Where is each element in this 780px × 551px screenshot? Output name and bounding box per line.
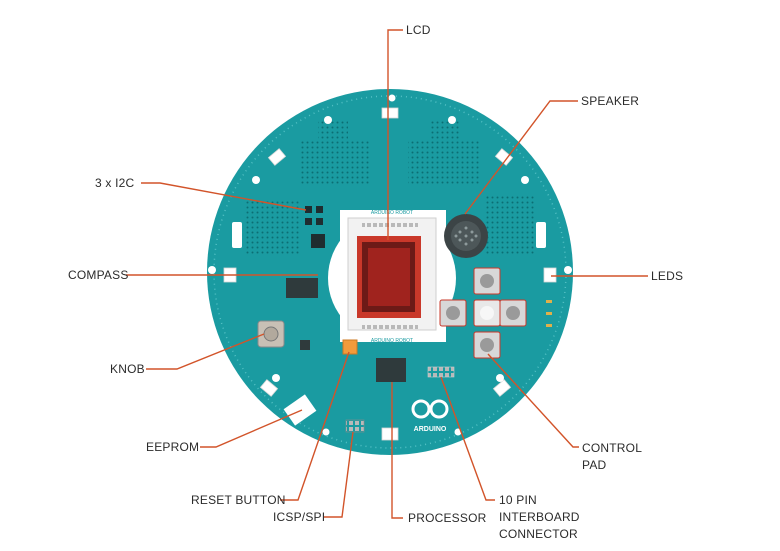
reset-button <box>342 339 358 355</box>
proto-area-right <box>485 195 535 255</box>
label-interboard-line2: INTERBOARD <box>499 510 580 524</box>
mounting-holes <box>208 94 572 436</box>
label-speaker: SPEAKER <box>581 94 640 108</box>
label-i2c: 3 x I2C <box>95 176 135 190</box>
label-icsp-spi: ICSP/SPI <box>273 510 326 524</box>
processor-chip <box>376 358 406 382</box>
label-interboard-line3: CONNECTOR <box>499 527 578 541</box>
label-leds: LEDS <box>651 269 684 283</box>
silkscreen-bottom: ARDUINO ROBOT <box>371 338 413 344</box>
icsp-header <box>345 419 365 433</box>
control-pad <box>439 267 527 359</box>
proto-area-top-mid <box>318 120 348 140</box>
proto-area-top-mid2 <box>430 120 460 140</box>
proto-area-top-left <box>300 140 370 185</box>
label-lcd: LCD <box>406 23 431 37</box>
label-processor: PROCESSOR <box>408 511 487 525</box>
label-interboard: 10 PIN INTERBOARD CONNECTOR <box>499 492 580 543</box>
label-interboard-line1: 10 PIN <box>499 493 537 507</box>
label-knob: KNOB <box>110 362 145 376</box>
label-reset-button: RESET BUTTON <box>191 493 286 507</box>
i2c-connectors <box>305 206 323 225</box>
small-chip-left <box>300 340 310 350</box>
label-eeprom: EEPROM <box>146 440 200 454</box>
proto-area-top-right <box>408 140 480 185</box>
ic-chip-left <box>286 278 318 298</box>
edge-connectors <box>223 107 557 441</box>
label-control-pad: CONTROL PAD <box>582 440 642 474</box>
label-control-pad-line1: CONTROL <box>582 441 643 455</box>
eeprom-card <box>283 394 317 426</box>
arduino-logo: ARDUINO <box>411 399 449 433</box>
speaker <box>444 214 488 258</box>
proto-area-left <box>245 200 300 255</box>
leds <box>546 300 552 327</box>
label-control-pad-line2: PAD <box>582 458 607 472</box>
interboard-connector <box>427 366 455 378</box>
label-compass: COMPASS <box>68 268 129 282</box>
knob <box>257 320 285 348</box>
side-slots <box>232 222 546 248</box>
compass-chip <box>311 234 325 248</box>
lcd-module <box>347 217 437 331</box>
silkscreen-top: ARDUINO ROBOT <box>371 210 413 216</box>
logo-text: ARDUINO <box>414 426 447 433</box>
leader-lines <box>126 29 648 519</box>
